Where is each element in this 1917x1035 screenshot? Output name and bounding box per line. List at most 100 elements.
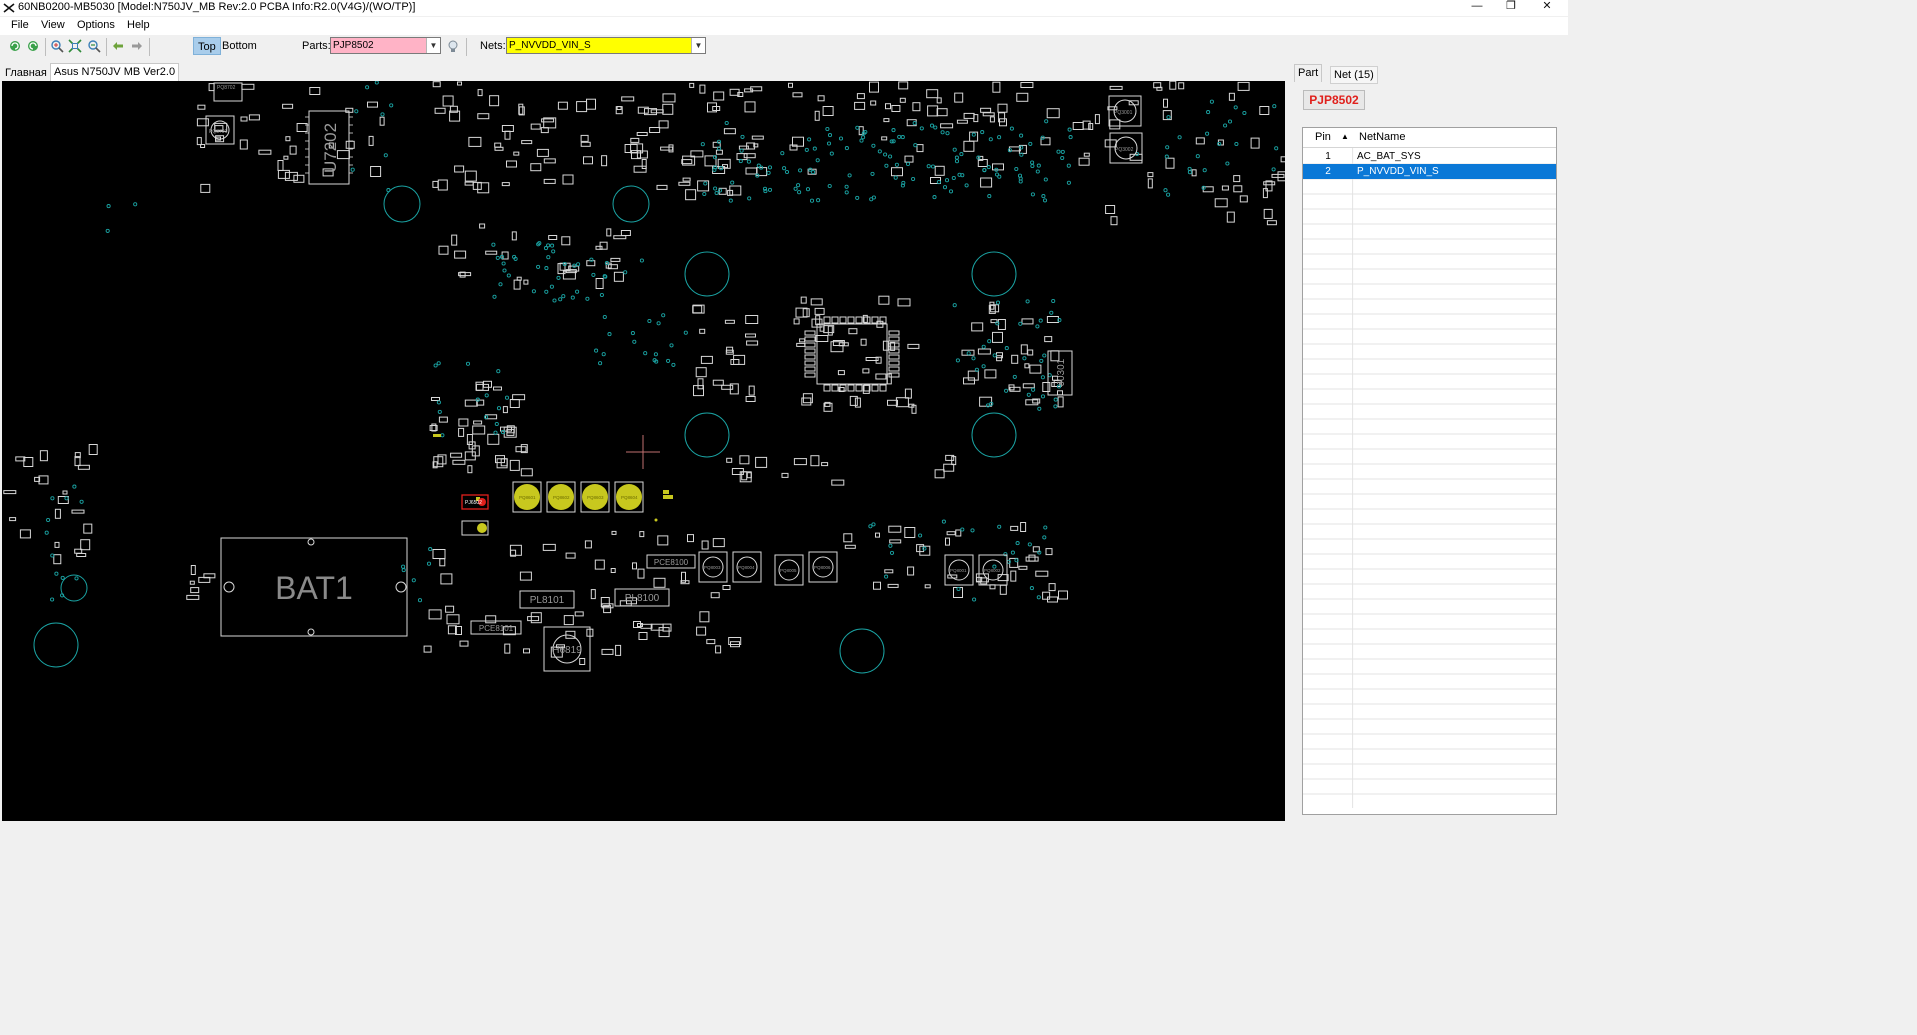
smd-component[interactable] (848, 328, 858, 335)
smd-component[interactable] (540, 127, 549, 134)
smd-component[interactable] (473, 420, 483, 425)
smd-component[interactable] (904, 388, 912, 399)
smd-component[interactable] (656, 184, 668, 190)
smd-component[interactable] (755, 456, 768, 468)
smd-component[interactable] (39, 450, 48, 462)
smd-component[interactable] (878, 295, 890, 305)
smd-component[interactable] (1048, 583, 1056, 592)
smd-component[interactable] (888, 525, 902, 533)
smd-component[interactable] (1233, 185, 1243, 193)
smd-component[interactable] (736, 153, 748, 161)
smd-component[interactable] (1214, 198, 1228, 208)
smd-component[interactable] (1027, 349, 1034, 356)
smd-component[interactable] (701, 540, 709, 550)
smd-component[interactable] (875, 356, 882, 364)
h6819-screw[interactable]: H6819 (543, 626, 591, 672)
smd-component[interactable] (926, 89, 939, 99)
smd-component[interactable] (745, 396, 756, 402)
smd-component[interactable] (431, 397, 440, 401)
smd-component[interactable] (289, 145, 297, 155)
smd-component[interactable] (1147, 172, 1154, 178)
smd-component[interactable] (924, 584, 931, 589)
smd-component[interactable] (881, 136, 888, 141)
smd-component[interactable] (692, 304, 705, 314)
smd-component[interactable] (856, 93, 865, 100)
smd-component[interactable] (737, 92, 744, 97)
smd-component[interactable] (1011, 354, 1019, 364)
smd-component[interactable] (613, 271, 624, 282)
smd-component[interactable] (464, 181, 474, 186)
smd-component[interactable] (610, 257, 621, 262)
smd-component[interactable] (662, 103, 674, 115)
smd-component[interactable] (610, 568, 616, 573)
smd-component[interactable] (485, 250, 498, 255)
smd-component[interactable] (990, 304, 1000, 313)
smd-component[interactable] (1094, 114, 1100, 125)
smd-component[interactable] (506, 428, 515, 436)
smd-component[interactable] (595, 278, 604, 289)
smd-component[interactable] (814, 110, 820, 121)
smd-component[interactable] (1088, 123, 1094, 130)
smd-component[interactable] (452, 459, 466, 465)
smd-component[interactable] (934, 165, 945, 176)
smd-component[interactable] (1020, 522, 1027, 532)
pl8101-inductor[interactable]: PL8101 (519, 590, 575, 609)
smd-component[interactable] (680, 580, 690, 585)
smd-component[interactable] (530, 123, 541, 130)
smd-component[interactable] (464, 170, 477, 182)
smd-component[interactable] (727, 189, 734, 196)
smd-component[interactable] (576, 101, 588, 113)
menu-help[interactable]: Help (127, 19, 150, 31)
smd-component[interactable] (725, 349, 734, 355)
smd-component[interactable] (630, 143, 644, 154)
bat1-battery-connector[interactable]: BAT1 (220, 537, 408, 637)
smd-component[interactable] (57, 496, 69, 504)
smd-component[interactable] (912, 102, 921, 112)
smd-component[interactable] (284, 171, 298, 181)
smd-component[interactable] (832, 340, 845, 346)
smd-component[interactable] (196, 137, 202, 146)
smd-component[interactable] (1239, 195, 1248, 203)
smd-component[interactable] (1109, 85, 1123, 90)
smd-component[interactable] (543, 117, 557, 129)
smd-component[interactable] (883, 118, 890, 123)
smd-component[interactable] (997, 319, 1006, 330)
smd-component[interactable] (196, 118, 209, 127)
smd-component[interactable] (956, 119, 968, 124)
smd-component[interactable] (542, 543, 556, 551)
smd-component[interactable] (658, 120, 669, 129)
smd-component[interactable] (1010, 570, 1017, 582)
smd-component[interactable] (1047, 596, 1058, 603)
zoom-out-icon[interactable] (87, 39, 101, 53)
smd-component[interactable] (513, 151, 520, 156)
smd-component[interactable] (309, 87, 321, 95)
smd-component[interactable] (945, 537, 950, 546)
smd-component[interactable] (458, 427, 465, 437)
smd-component[interactable] (258, 149, 272, 155)
smd-component[interactable] (945, 454, 955, 461)
smd-component[interactable] (439, 558, 446, 567)
smd-component[interactable] (494, 142, 502, 148)
smd-component[interactable] (723, 128, 736, 135)
smd-component[interactable] (990, 319, 998, 324)
smd-component[interactable] (682, 177, 691, 182)
smd-component[interactable] (77, 464, 90, 470)
smd-component[interactable] (1178, 82, 1185, 90)
table-row[interactable]: 2 P_NVVDD_VIN_S (1303, 164, 1556, 179)
smd-component[interactable] (693, 385, 704, 397)
smd-component[interactable] (449, 110, 461, 122)
smd-component[interactable] (1025, 556, 1039, 562)
smd-component[interactable] (580, 141, 591, 147)
smd-component[interactable] (1107, 106, 1118, 111)
smd-component[interactable] (681, 571, 686, 583)
smd-component[interactable] (543, 178, 556, 184)
smd-component[interactable] (440, 573, 453, 585)
smd-component[interactable] (1035, 570, 1049, 577)
smd-component[interactable] (699, 611, 710, 623)
smd-component[interactable] (530, 612, 542, 624)
smd-component[interactable] (854, 101, 866, 110)
smd-component[interactable] (887, 583, 899, 588)
smd-component[interactable] (897, 298, 911, 307)
smd-component[interactable] (1105, 205, 1116, 214)
smd-component[interactable] (849, 395, 858, 406)
